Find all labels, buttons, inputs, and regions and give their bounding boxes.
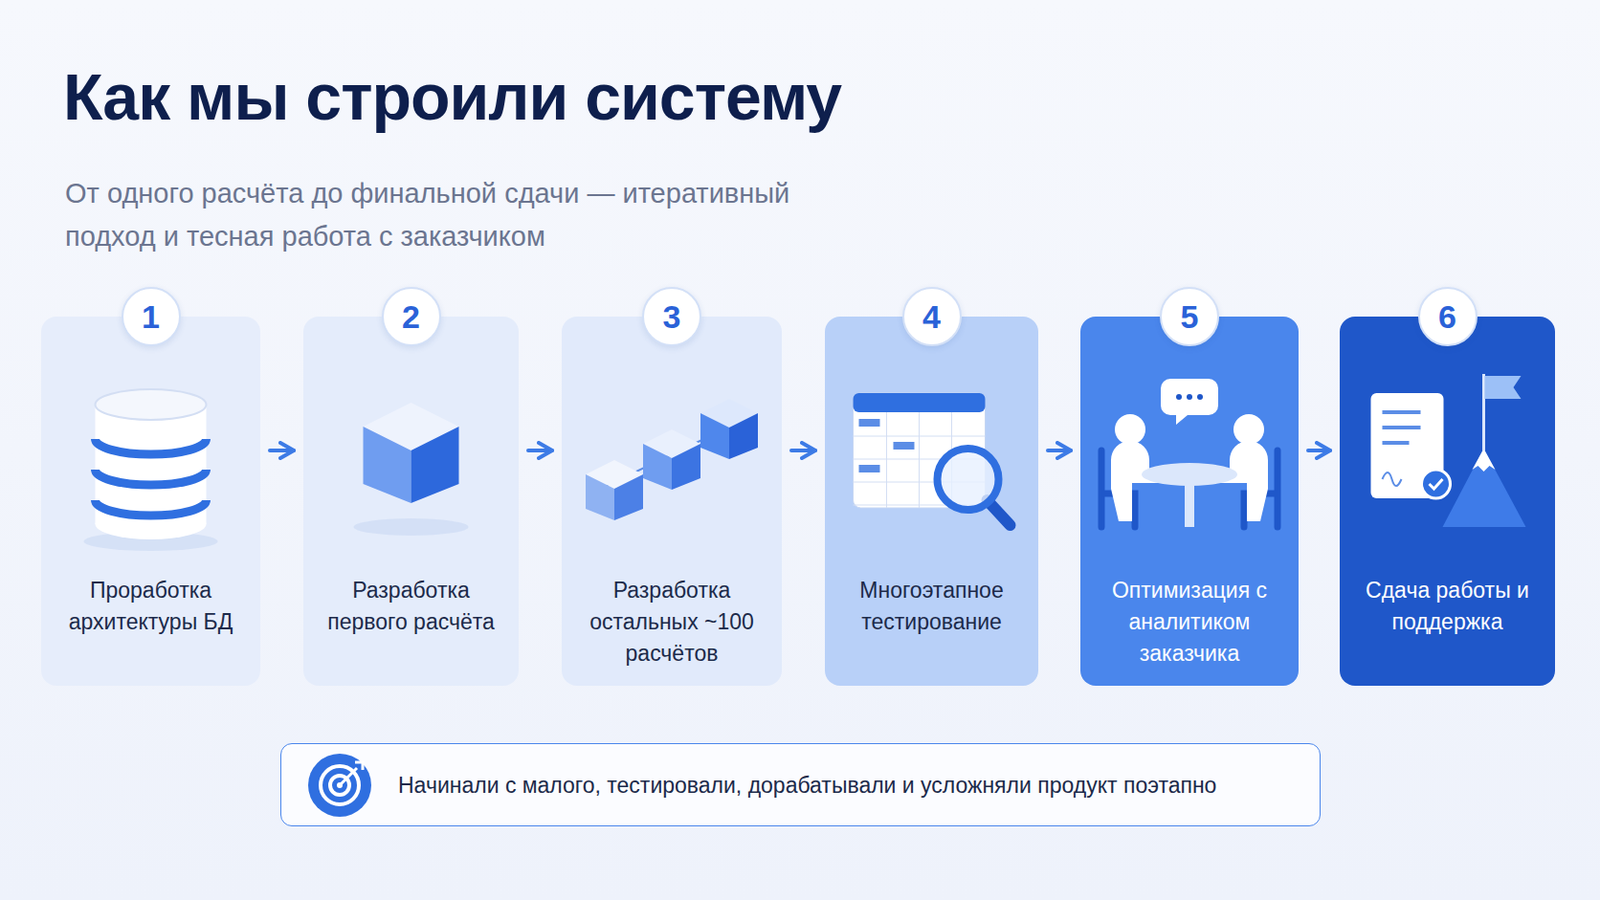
step-label: Сдача работы и поддержка — [1351, 575, 1544, 639]
step-card: 1Проработка архитектуры БД — [41, 316, 261, 687]
step-number: 1 — [121, 287, 181, 347]
step-number: 5 — [1159, 287, 1220, 347]
step-card: 6Сдача работы и поддержка — [1339, 316, 1556, 687]
page-caption: От одного расчёта до финальной сдачи — и… — [65, 172, 812, 259]
step-label: Проработка архитектуры БД — [52, 575, 249, 639]
step-icon — [561, 345, 782, 566]
step-card: 4Многоэтапное тестирование — [824, 316, 1039, 687]
step-number: 2 — [381, 287, 442, 347]
step-icon — [1080, 345, 1299, 566]
step-card: 5Оптимизация с аналитиком заказчика — [1080, 316, 1299, 687]
step-number: 3 — [642, 287, 702, 347]
step-label: Оптимизация с аналитиком заказчика — [1091, 575, 1288, 670]
flow-arrow — [1047, 448, 1071, 453]
summary-text: Начинали с малого, тестировали, дорабаты… — [398, 772, 1217, 799]
flow-arrow — [528, 448, 553, 453]
target-icon — [300, 744, 387, 828]
flow-arrow — [1308, 448, 1331, 453]
page-title: Как мы строили систему — [63, 59, 842, 134]
step-label: Разработка первого расчёта — [314, 575, 508, 639]
flow-arrow — [791, 448, 816, 453]
step-label: Многоэтапное тестирование — [836, 575, 1027, 639]
step-card: 3Разработка остальных ~100 расчётов — [561, 316, 782, 687]
summary-box: Начинали с малого, тестировали, дорабаты… — [280, 743, 1321, 827]
step-label: Разработка остальных ~100 расчётов — [573, 575, 771, 670]
step-icon — [303, 345, 519, 566]
step-icon — [824, 345, 1039, 566]
step-number: 6 — [1418, 287, 1478, 347]
step-icon — [41, 345, 261, 566]
step-icon — [1339, 345, 1556, 566]
step-card: 2Разработка первого расчёта — [303, 316, 519, 687]
step-number: 4 — [902, 287, 962, 347]
flow-arrow — [269, 448, 294, 453]
